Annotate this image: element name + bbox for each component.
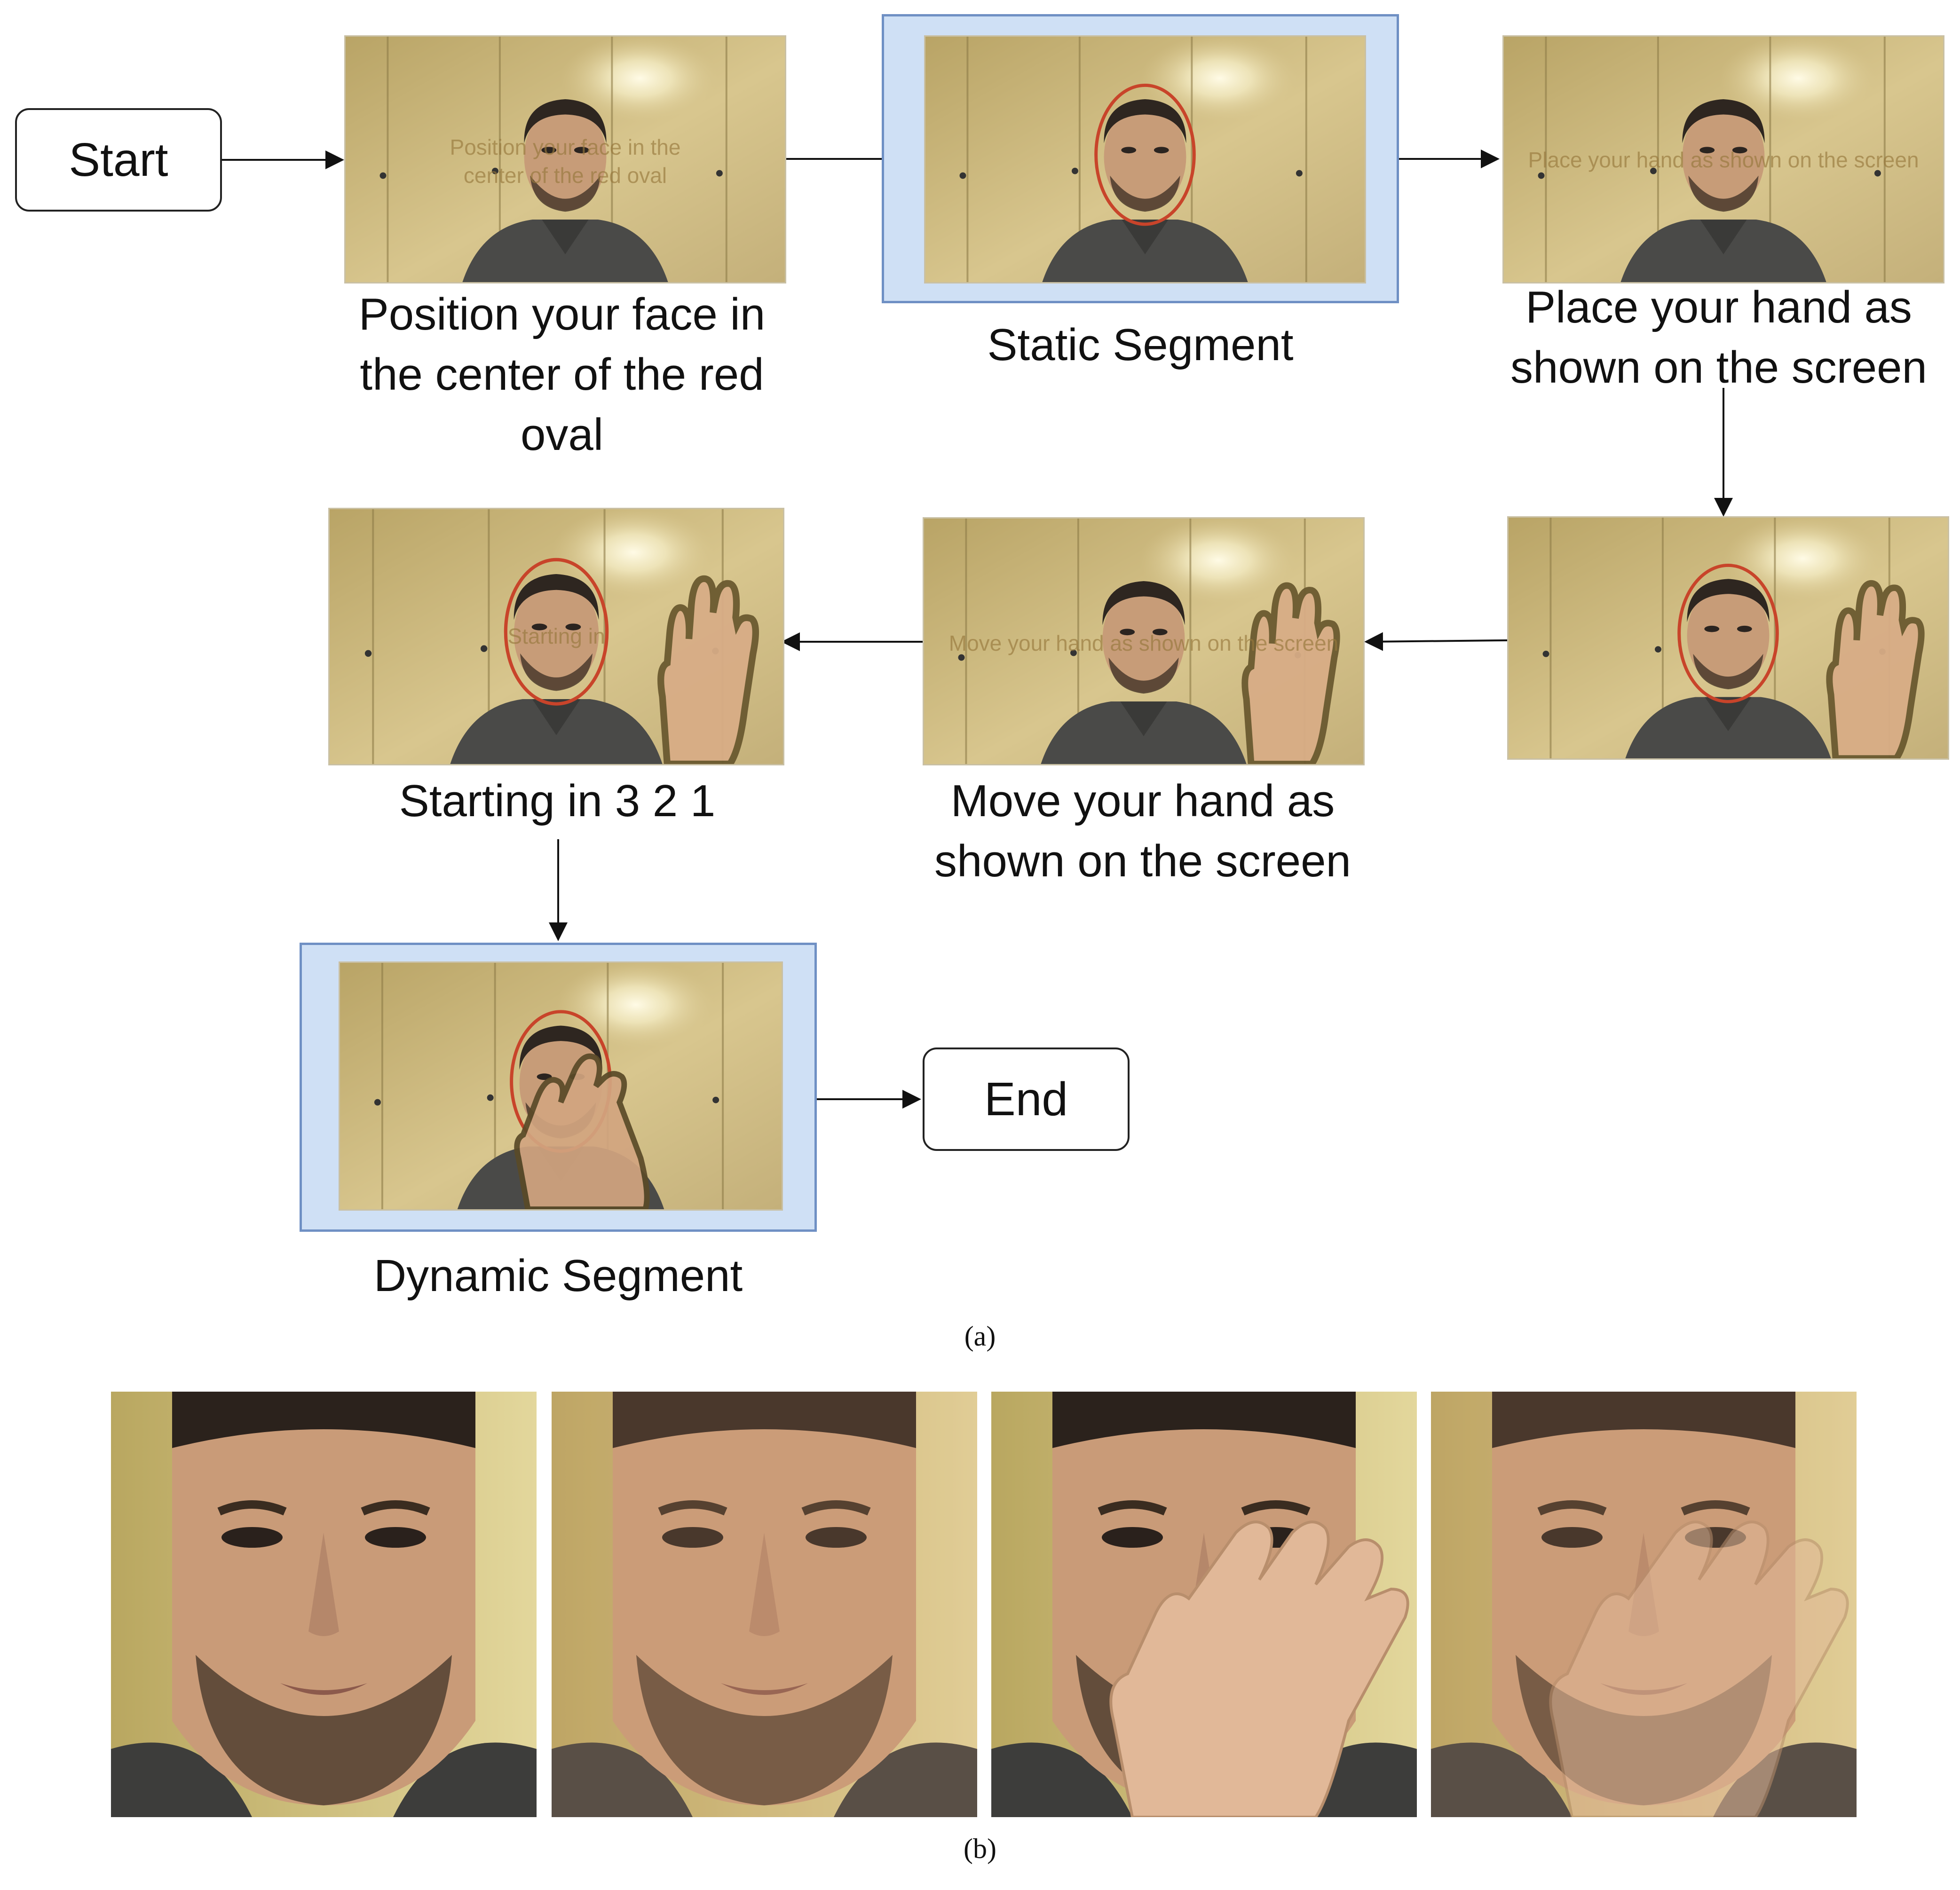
step3-camera-view: Place your hand as shown on the screen	[1502, 35, 1944, 284]
face-crop-real-with-hand	[991, 1392, 1417, 1817]
step1-overlay-text: Position your face in the center of the …	[450, 135, 681, 188]
start-label: Start	[69, 133, 168, 186]
arrow-step4-to-step5	[1364, 632, 1508, 651]
step6-overlay-text: Starting in	[507, 624, 605, 648]
step5-camera-view: Move your hand as shown on the screen	[923, 517, 1365, 765]
face-crop-real	[111, 1392, 537, 1817]
step3-overlay-text: Place your hand as shown on the screen	[1528, 148, 1919, 172]
subfigure-label-a: (a)	[964, 1321, 996, 1352]
step4-camera-view	[1507, 516, 1949, 760]
end-label: End	[984, 1072, 1068, 1126]
step3-caption: Place your hand as shown on the screen	[1510, 282, 1927, 393]
face-crop-swapped-with-hand	[1431, 1392, 1857, 1817]
step1-caption: Position your face in the center of the …	[358, 289, 766, 460]
dynamic-segment-camera-view	[339, 961, 783, 1211]
static-segment-camera-view	[924, 35, 1366, 284]
end-node: End	[923, 1047, 1130, 1151]
step6-camera-view: Starting in	[328, 508, 784, 765]
subfigure-label-b: (b)	[964, 1833, 996, 1864]
dynamic-segment-caption: Dynamic Segment	[373, 1251, 743, 1301]
step6-caption: Starting in 3 2 1	[399, 776, 716, 826]
face-crop-swapped	[552, 1392, 977, 1817]
step1-camera-view: Position your face in the center of the …	[344, 35, 786, 284]
start-node: Start	[15, 108, 222, 212]
step5-overlay-text: Move your hand as shown on the screen	[948, 631, 1339, 655]
static-segment-caption: Static Segment	[987, 320, 1294, 370]
step5-caption: Move your hand as shown on the screen	[934, 776, 1351, 886]
